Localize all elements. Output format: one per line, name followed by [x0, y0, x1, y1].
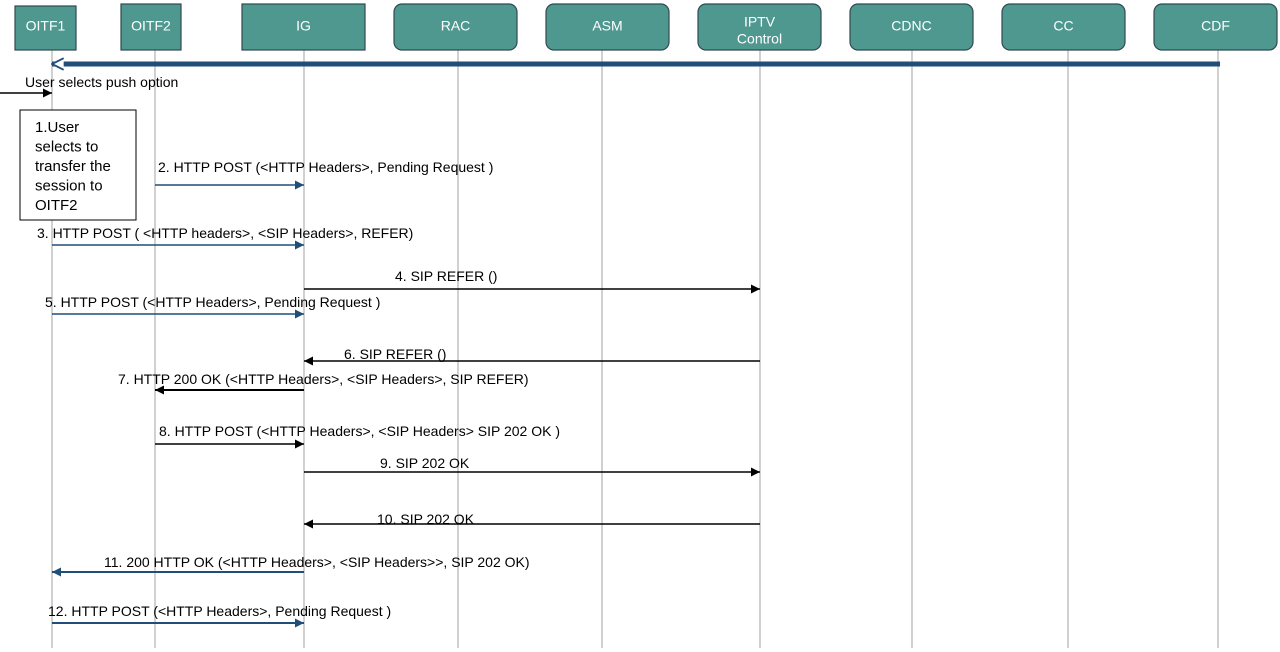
participant-label: CDF: [1201, 18, 1230, 34]
participant-box: [393, 3, 518, 51]
participant-box: [849, 3, 974, 51]
participant-cc: CC: [1001, 3, 1126, 51]
participant-label: CC: [1053, 18, 1073, 34]
participant-cdnc: CDNC: [849, 3, 974, 51]
message-5: 5. HTTP POST (<HTTP Headers>, Pending Re…: [45, 294, 380, 319]
message-label: 6. SIP REFER (): [344, 346, 446, 362]
participant-box: [241, 3, 366, 51]
participant-box: [1153, 3, 1278, 51]
participant-box: [697, 3, 822, 51]
participant-asm: ASM: [545, 3, 670, 51]
participant-label: IG: [296, 18, 311, 34]
message-label: 11. 200 HTTP OK (<HTTP Headers>, <SIP He…: [104, 554, 530, 570]
participant-cdf: CDF: [1153, 3, 1278, 51]
participant-label: RAC: [441, 18, 471, 34]
note-box: [19, 109, 137, 221]
message-8: 8. HTTP POST (<HTTP Headers>, <SIP Heade…: [155, 423, 560, 449]
participant-box: [1001, 3, 1126, 51]
push-option-label: User selects push option: [25, 74, 178, 90]
participant-label: ASM: [592, 18, 622, 34]
participant-label: OITF1: [26, 18, 66, 34]
message-10: 10. SIP 202 OK: [304, 511, 760, 529]
participant-box: [14, 5, 77, 51]
message-label: 12. HTTP POST (<HTTP Headers>, Pending R…: [48, 603, 391, 619]
message-label: 5. HTTP POST (<HTTP Headers>, Pending Re…: [45, 294, 380, 310]
participant-rac: RAC: [393, 3, 518, 51]
participant-box: [545, 3, 670, 51]
participant-oitf2: OITF2: [120, 3, 182, 51]
message-label: 2. HTTP POST (<HTTP Headers>, Pending Re…: [158, 159, 493, 175]
message-label: 3. HTTP POST ( <HTTP headers>, <SIP Head…: [37, 225, 413, 241]
message-7: 7. HTTP 200 OK (<HTTP Headers>, <SIP Hea…: [118, 371, 529, 395]
participant-box: [120, 3, 182, 51]
message-6: 6. SIP REFER (): [304, 346, 760, 366]
message-12: 12. HTTP POST (<HTTP Headers>, Pending R…: [48, 603, 391, 628]
message-label: 8. HTTP POST (<HTTP Headers>, <SIP Heade…: [159, 423, 560, 439]
message-11: 11. 200 HTTP OK (<HTTP Headers>, <SIP He…: [52, 554, 530, 577]
message-label: 9. SIP 202 OK: [380, 455, 470, 471]
message-3: 3. HTTP POST ( <HTTP headers>, <SIP Head…: [37, 225, 413, 250]
participant-label: CDNC: [891, 18, 931, 34]
participant-ig: IG: [241, 3, 366, 51]
message-9: 9. SIP 202 OK: [304, 455, 760, 477]
message-label: 4. SIP REFER (): [395, 268, 497, 284]
message-label: 10. SIP 202 OK: [377, 511, 475, 527]
message-label: 7. HTTP 200 OK (<HTTP Headers>, <SIP Hea…: [118, 371, 529, 387]
message-2: 2. HTTP POST (<HTTP Headers>, Pending Re…: [155, 159, 493, 190]
participant-label: OITF2: [131, 18, 171, 34]
participant-oitf1: OITF1: [14, 5, 77, 51]
message-4: 4. SIP REFER (): [304, 268, 760, 294]
